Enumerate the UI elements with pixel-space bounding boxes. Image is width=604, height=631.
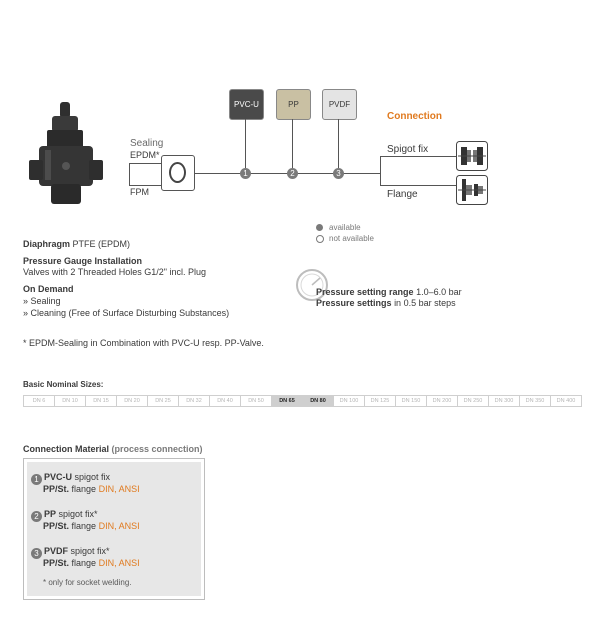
nominal-size-cell: DN 400	[550, 395, 582, 407]
cm-flange-material: PP/St.	[43, 484, 70, 494]
cm-spigot: spigot fix*	[58, 509, 98, 519]
nominal-size-cell: DN 32	[178, 395, 210, 407]
nominal-size-cell: DN 150	[395, 395, 427, 407]
pressure-settings-value: in 0.5 bar steps	[394, 298, 456, 308]
nominal-size-cell: DN 200	[426, 395, 458, 407]
available-dot-icon	[316, 224, 323, 231]
material-drop-line	[338, 119, 339, 168]
cm-flange: flange	[71, 484, 97, 494]
nominal-size-cell: DN 15	[85, 395, 117, 407]
cm-entry-2-line-2: PP/St. flange DIN, ANSI	[43, 520, 140, 532]
material-chip-label: PVC-U	[234, 100, 259, 109]
cm-material: PVDF	[44, 546, 69, 556]
bracket-line	[129, 185, 162, 186]
pressure-range-line: Pressure setting range 1.0–6.0 bar	[316, 287, 462, 298]
cm-flange-material: PP/St.	[43, 558, 70, 568]
material-drop-line	[245, 119, 246, 168]
seal-ring-icon	[169, 162, 186, 183]
seal-box	[161, 155, 195, 191]
material-drop-line	[292, 119, 293, 168]
nominal-size-cell: DN 65	[271, 395, 303, 407]
cm-number: 1	[31, 474, 42, 485]
on-demand-item: » Sealing	[23, 296, 61, 306]
pressure-settings-label: Pressure settings	[316, 298, 392, 308]
on-demand-item: » Cleaning (Free of Surface Disturbing S…	[23, 308, 230, 318]
cm-standards: DIN, ANSI	[98, 521, 140, 531]
valve-image	[29, 102, 103, 204]
pressure-settings-line: Pressure settings in 0.5 bar steps	[316, 298, 456, 309]
sealing-label: Sealing	[130, 138, 164, 149]
cm-flange-material: PP/St.	[43, 521, 70, 531]
cm-number: 3	[31, 548, 42, 559]
pressure-gauge-icon	[296, 269, 328, 301]
bracket-line	[129, 163, 162, 164]
connection-material-heading: Connection Material (process connection)	[23, 444, 203, 455]
nominal-size-cell: DN 350	[519, 395, 551, 407]
cm-entry-3-line-2: PP/St. flange DIN, ANSI	[43, 557, 140, 569]
material-chip-pp: PP	[276, 89, 311, 120]
material-number-2: 2	[287, 168, 298, 179]
cm-standards: DIN, ANSI	[98, 558, 140, 568]
not-available-dot-icon	[316, 235, 324, 243]
on-demand-title: On Demand	[23, 284, 74, 294]
diaphragm-line: Diaphragm PTFE (EPDM)	[23, 239, 130, 250]
nominal-size-cell: DN 20	[116, 395, 148, 407]
cm-material: PVC-U	[44, 472, 73, 482]
bracket-line	[380, 156, 456, 157]
diaphragm-value: PTFE (EPDM)	[72, 239, 131, 249]
bracket-line	[380, 185, 456, 186]
pressure-range-label: Pressure setting range	[316, 287, 414, 297]
nominal-sizes-title: Basic Nominal Sizes:	[23, 380, 104, 389]
flange-label: Flange	[387, 189, 418, 200]
connection-material-title: Connection Material	[23, 444, 110, 454]
epdm-label: EPDM*	[130, 150, 160, 160]
material-number-3: 3	[333, 168, 344, 179]
cm-material: PP	[44, 509, 57, 519]
material-chip-label: PP	[288, 100, 299, 109]
nominal-size-cell: DN 250	[457, 395, 489, 407]
bracket-line	[380, 156, 381, 186]
material-chip-label: PVDF	[328, 100, 351, 109]
nominal-size-cell: DN 40	[209, 395, 241, 407]
connection-title: Connection	[387, 111, 442, 122]
diaphragm-label: Diaphragm	[23, 239, 71, 249]
material-chip-pvc-u: PVC-U	[229, 89, 264, 120]
cm-flange: flange	[71, 558, 97, 568]
cm-spigot: spigot fix*	[70, 546, 110, 556]
epdm-footnote: * EPDM-Sealing in Combination with PVC-U…	[23, 338, 264, 348]
bracket-line	[129, 163, 130, 185]
nominal-size-cell: DN 10	[54, 395, 86, 407]
cm-spigot: spigot fix	[74, 472, 111, 482]
cm-number: 2	[31, 511, 42, 522]
nominal-size-cell: DN 80	[302, 395, 334, 407]
nominal-size-cell: DN 25	[147, 395, 179, 407]
spigot-fix-icon	[456, 141, 488, 171]
cm-flange: flange	[71, 521, 97, 531]
cm-entry-1-line-2: PP/St. flange DIN, ANSI	[43, 483, 140, 495]
connection-material-subtitle: (process connection)	[111, 444, 203, 454]
material-number-1: 1	[240, 168, 251, 179]
gauge-text: Valves with 2 Threaded Holes G1/2" incl.…	[23, 267, 206, 277]
nominal-size-cell: DN 6	[23, 395, 55, 407]
nominal-size-cell: DN 125	[364, 395, 396, 407]
cm-note: * only for socket welding.	[43, 578, 132, 587]
flange-icon	[456, 175, 488, 205]
cm-standards: DIN, ANSI	[98, 484, 140, 494]
spigot-label: Spigot fix	[387, 144, 429, 155]
legend-available: available	[329, 223, 361, 232]
material-chip-pvdf: PVDF	[322, 89, 357, 120]
pressure-range-value: 1.0–6.0 bar	[416, 287, 462, 297]
nominal-size-cell: DN 300	[488, 395, 520, 407]
gauge-title: Pressure Gauge Installation	[23, 256, 143, 266]
nominal-size-cell: DN 100	[333, 395, 365, 407]
nominal-size-cell: DN 50	[240, 395, 272, 407]
fpm-label: FPM	[130, 187, 149, 197]
legend-not-available: not available	[329, 234, 374, 243]
